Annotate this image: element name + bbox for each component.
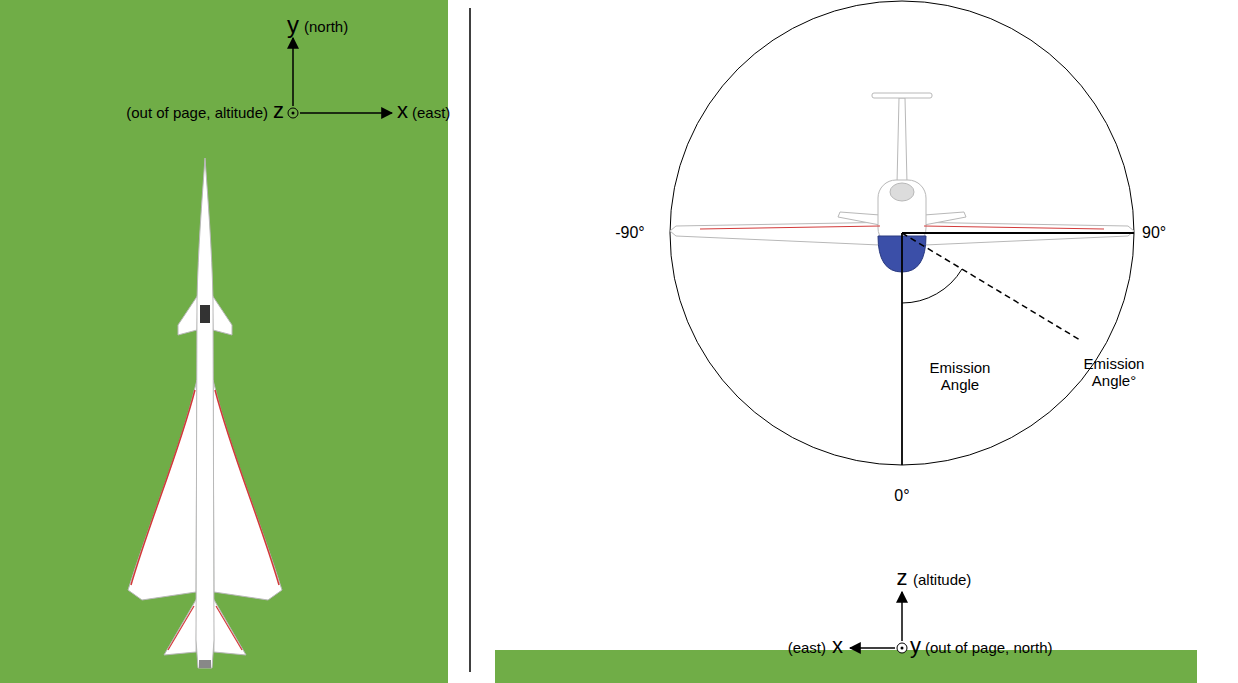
- ground-strip: [495, 650, 1197, 683]
- angle-label: 90°: [1142, 224, 1166, 242]
- axes-front: [850, 592, 907, 653]
- axis-letter: z: [273, 98, 284, 123]
- ground-panel: [0, 0, 448, 683]
- divider: [469, 8, 471, 672]
- axis-name: (out of page, north): [925, 639, 1053, 656]
- tail-plane: [213, 598, 246, 655]
- axis-name: (east): [788, 639, 826, 656]
- nozzle: [890, 183, 914, 201]
- axis-arrow: [850, 647, 895, 649]
- emission-line: [902, 233, 1080, 340]
- stripe: [700, 226, 880, 229]
- axes-top: [288, 38, 392, 118]
- canard: [924, 212, 966, 225]
- canard: [212, 295, 232, 335]
- stripe: [215, 390, 279, 585]
- axis-letter: x: [397, 98, 408, 123]
- stripe: [216, 606, 242, 650]
- stripe: [168, 606, 194, 650]
- axis-letter: y: [910, 633, 921, 658]
- canard: [838, 212, 880, 225]
- wing: [213, 380, 282, 600]
- axis-arrow: [901, 592, 903, 641]
- axis-arrow: [292, 38, 294, 106]
- angle-label: 0°: [894, 487, 909, 505]
- out-of-page-dot: [292, 112, 295, 115]
- out-of-page-symbol: [897, 643, 907, 653]
- axis-name: (altitude): [913, 571, 971, 588]
- wing: [128, 380, 197, 600]
- angle-name: Emission Angle: [927, 359, 993, 394]
- angle-circle: [670, 1, 1134, 465]
- axis-letter: x: [832, 633, 843, 658]
- stripe: [924, 226, 1104, 229]
- aircraft-top-view: [128, 158, 282, 668]
- tail-plane: [872, 93, 932, 98]
- wing: [670, 222, 902, 246]
- angle-arc: [902, 269, 962, 303]
- axis-name: (east): [412, 104, 450, 121]
- axis-letter: z: [897, 565, 908, 590]
- cockpit: [200, 305, 210, 323]
- axis-arrow: [300, 112, 392, 114]
- wing: [902, 222, 1134, 246]
- angle-name: Emission Angle°: [1081, 355, 1147, 390]
- stripe: [131, 390, 195, 585]
- exhaust: [199, 660, 211, 668]
- axis-letter: y: [287, 11, 299, 39]
- reference-line: [901, 233, 903, 465]
- angle-lines: [902, 233, 1134, 465]
- tail-plane: [164, 598, 197, 655]
- fuselage: [196, 158, 214, 668]
- out-of-page-dot: [901, 647, 904, 650]
- canard: [178, 295, 198, 335]
- axis-name: (out of page, altitude): [126, 104, 268, 121]
- reference-line: [902, 232, 1134, 234]
- axis-name: (north): [304, 18, 348, 35]
- angle-label: -90°: [615, 224, 645, 242]
- out-of-page-symbol: [288, 108, 298, 118]
